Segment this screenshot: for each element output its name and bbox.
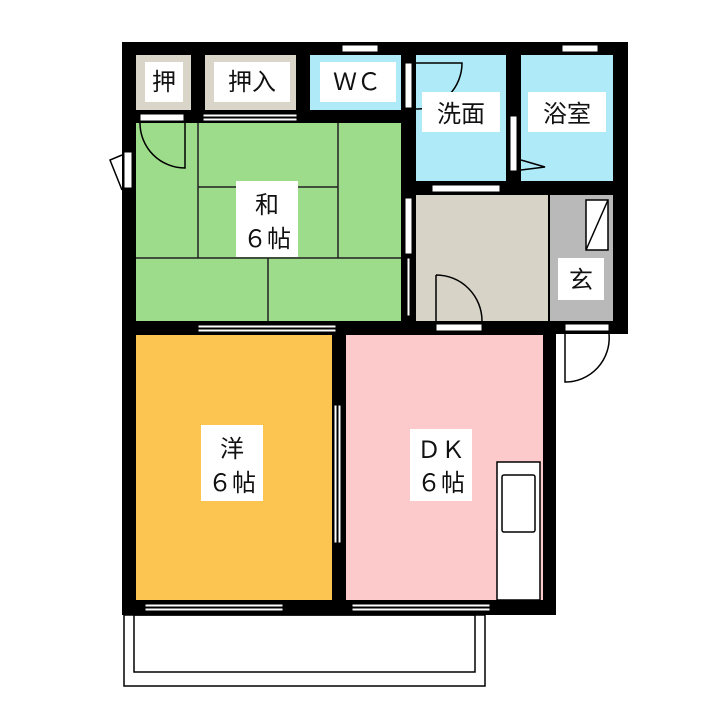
label-japanese-room-1: 和 bbox=[255, 191, 279, 219]
label-entrance: 玄 bbox=[569, 266, 593, 294]
label-western-room-2: ６帖 bbox=[208, 469, 256, 497]
label-closet-small: 押 bbox=[152, 68, 176, 96]
label-closet: 押入 bbox=[228, 68, 276, 96]
label-bathroom: 浴室 bbox=[543, 100, 591, 128]
hall-fill bbox=[416, 195, 548, 321]
label-japanese-room-2: ６帖 bbox=[243, 225, 291, 253]
kitchen-sink bbox=[501, 474, 536, 533]
room-labels: 押 押入 ＷＣ 洗面 浴室 和 ６帖 玄 洋 ６帖 ＤＫ ６帖 bbox=[145, 62, 606, 501]
tatami-lines bbox=[136, 123, 401, 321]
windows bbox=[123, 44, 610, 612]
label-wc: ＷＣ bbox=[333, 68, 381, 96]
label-dk-2: ６帖 bbox=[417, 469, 465, 497]
label-dk-1: ＤＫ bbox=[417, 436, 465, 464]
label-washroom: 洗面 bbox=[437, 100, 485, 128]
label-western-room-1: 洋 bbox=[220, 435, 244, 463]
balcony bbox=[123, 614, 486, 687]
